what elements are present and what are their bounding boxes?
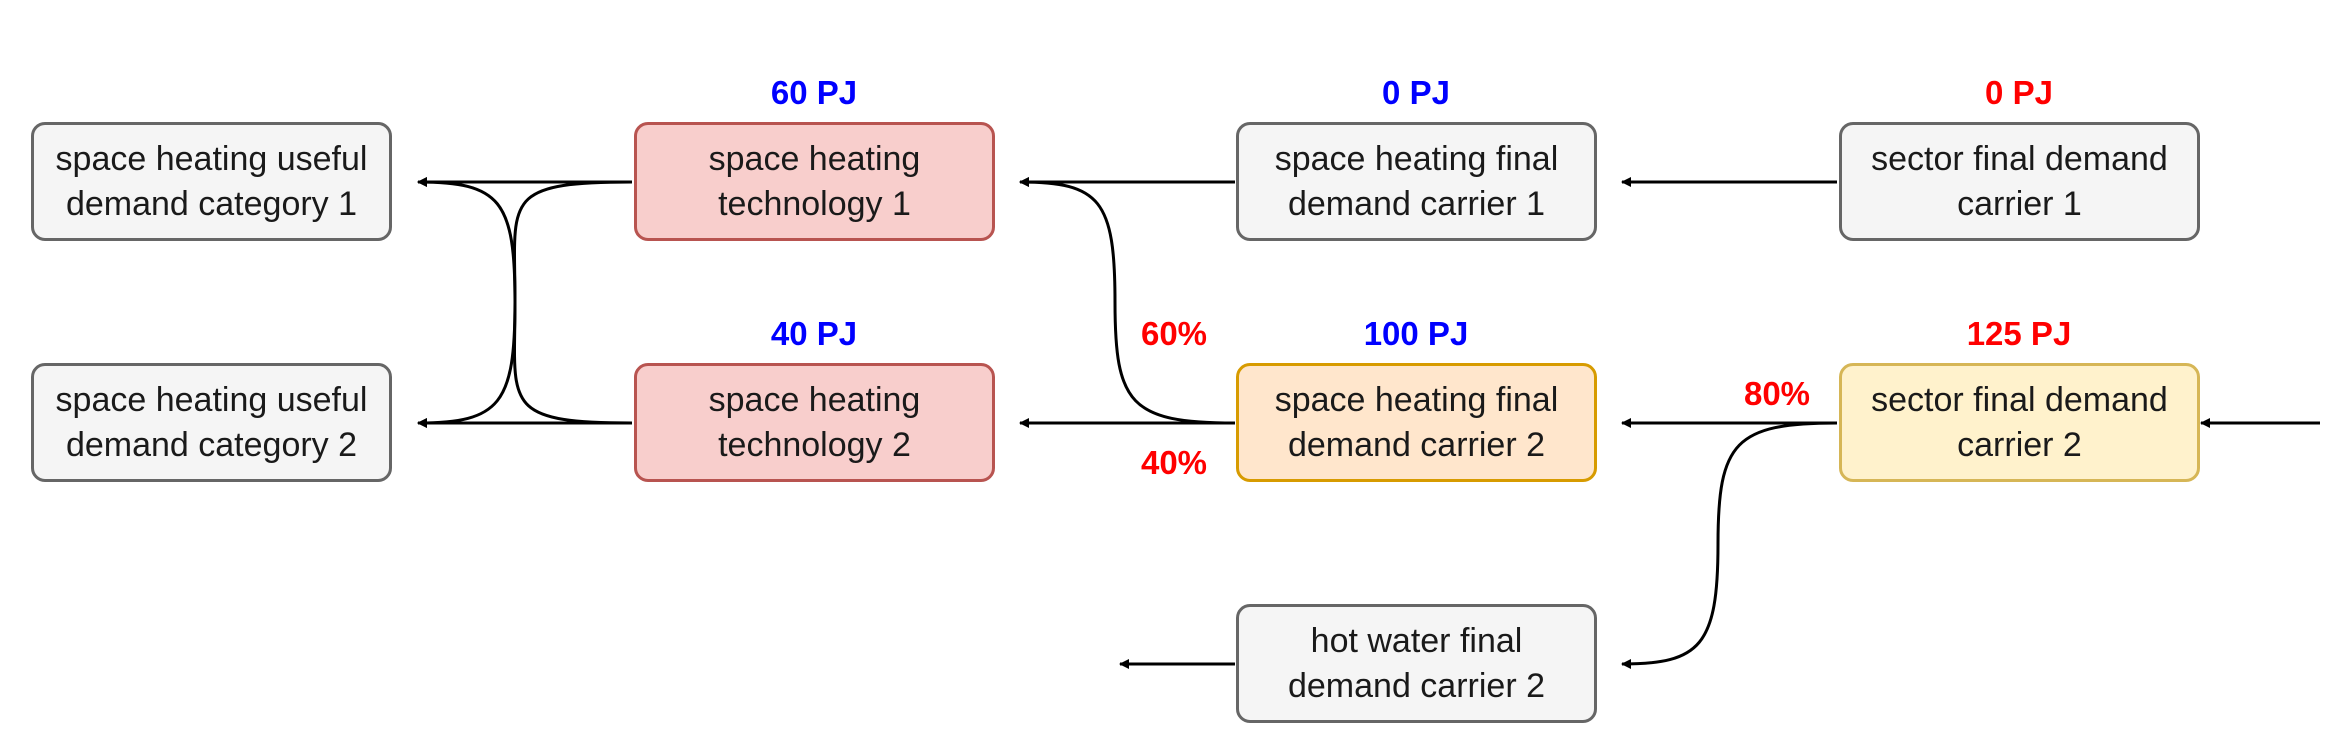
label-share-tech-2: 40% — [1140, 444, 1208, 481]
label-share-tech-1: 60% — [1140, 315, 1208, 352]
label-tech-1-energy: 60 PJ — [770, 74, 858, 111]
label-final-carrier-1-energy: 0 PJ — [1382, 74, 1450, 111]
edge-tech2-to-useful1 — [417, 177, 633, 425]
node-final-demand-carrier-2[interactable]: space heating final demand carrier 2 — [1236, 363, 1597, 482]
node-hot-water-final-demand-carrier-2[interactable]: hot water final demand carrier 2 — [1236, 604, 1597, 723]
node-useful-demand-category-1[interactable]: space heating useful demand category 1 — [31, 122, 392, 241]
node-sector-final-demand-carrier-1[interactable]: sector final demand carrier 1 — [1839, 122, 2200, 241]
node-technology-1[interactable]: space heating technology 1 — [634, 122, 995, 241]
edge-final2-to-tech1 — [1019, 177, 1236, 425]
label-sector-carrier-1-energy: 0 PJ — [1985, 74, 2053, 111]
label-final-carrier-2-energy: 100 PJ — [1363, 315, 1469, 352]
node-final-demand-carrier-1[interactable]: space heating final demand carrier 1 — [1236, 122, 1597, 241]
node-technology-2[interactable]: space heating technology 2 — [634, 363, 995, 482]
edge-tech1-to-useful2 — [417, 180, 633, 428]
node-sector-final-demand-carrier-2[interactable]: sector final demand carrier 2 — [1839, 363, 2200, 482]
label-sector-carrier-2-energy: 125 PJ — [1966, 315, 2072, 352]
label-tech-2-energy: 40 PJ — [770, 315, 858, 352]
edge-sector2-to-hotwater — [1621, 421, 1838, 669]
node-useful-demand-category-2[interactable]: space heating useful demand category 2 — [31, 363, 392, 482]
label-share-space-heating: 80% — [1743, 375, 1811, 412]
